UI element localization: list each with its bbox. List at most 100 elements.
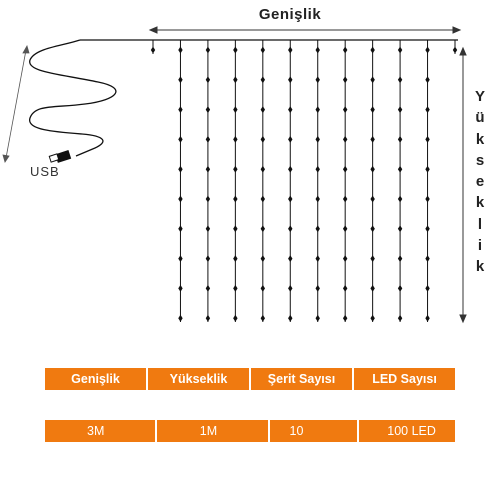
led-bulb-icon: [288, 255, 293, 263]
led-bulb-icon: [233, 255, 238, 263]
led-bulb-icon: [178, 76, 183, 84]
led-bulb-icon: [370, 76, 375, 84]
led-bulb-icon: [425, 284, 430, 292]
height-label-letter: k: [475, 130, 485, 148]
led-bulb-icon: [397, 165, 403, 173]
led-bulb-icon: [178, 255, 183, 263]
led-bulb-icon: [233, 225, 238, 233]
led-bulb-icon: [233, 195, 238, 203]
led-bulb-icon: [315, 195, 320, 203]
led-bulb-icon: [425, 46, 430, 54]
led-bulb-icon: [205, 255, 211, 263]
header-height: Yükseklik: [148, 368, 251, 390]
led-bulb-icon: [315, 46, 320, 54]
usb-label: USB: [30, 164, 60, 179]
value-led-count: 100 LED: [387, 424, 436, 438]
led-bulb-icon: [260, 76, 266, 84]
led-bulb-icon: [205, 46, 211, 54]
led-bulb-icon: [342, 195, 348, 203]
led-bulb-icon: [150, 46, 156, 54]
width-label: Genişlik: [258, 6, 322, 23]
led-bulb-icon: [288, 284, 293, 292]
led-bulb-icon: [315, 135, 320, 143]
led-bulb-icon: [370, 195, 375, 203]
led-bulb-icon: [233, 165, 238, 173]
height-label-letter: l: [477, 215, 483, 233]
led-bulb-icon: [178, 314, 183, 322]
spec-table-header-row: Genişlik Yükseklik Şerit Sayısı LED Sayı…: [45, 368, 455, 390]
led-bulb-icon: [288, 135, 293, 143]
led-bulb-icon: [425, 225, 430, 233]
led-bulb-icon: [397, 76, 403, 84]
led-bulb-icon: [425, 165, 430, 173]
led-bulb-icon: [397, 106, 403, 114]
led-bulb-icon: [288, 76, 293, 84]
led-bulb-icon: [370, 314, 375, 322]
led-bulb-icon: [178, 135, 183, 143]
led-bulb-icon: [342, 76, 348, 84]
led-bulb-icon: [425, 255, 430, 263]
height-dimension-arrow: [459, 46, 467, 324]
led-bulb-icon: [288, 106, 293, 114]
power-cable: [29, 39, 458, 157]
led-bulb-icon: [315, 314, 320, 322]
value-height: 1M: [157, 420, 270, 442]
led-bulb-icon: [178, 46, 183, 54]
led-bulb-icon: [205, 225, 211, 233]
led-bulb-icon: [315, 106, 320, 114]
value-strand-count: 10: [270, 420, 360, 442]
led-bulb-icon: [260, 106, 266, 114]
led-bulb-icon: [260, 46, 266, 54]
led-bulb-icon: [288, 165, 293, 173]
cable-length-arrow: [2, 44, 30, 163]
led-bulb-icon: [425, 76, 430, 84]
led-bulb-icon: [315, 165, 320, 173]
led-bulb-icon: [288, 46, 293, 54]
led-bulb-icon: [397, 46, 403, 54]
led-bulb-icon: [342, 106, 348, 114]
led-bulb-icon: [178, 225, 183, 233]
width-dimension-arrow: [148, 26, 462, 34]
led-bulb-icon: [288, 225, 293, 233]
led-bulb-icon: [260, 195, 266, 203]
led-bulb-icon: [233, 106, 238, 114]
led-bulb-icon: [342, 135, 348, 143]
led-bulb-icon: [315, 255, 320, 263]
led-bulb-icon: [205, 165, 211, 173]
led-strands: [150, 40, 458, 322]
led-bulb-icon: [205, 106, 211, 114]
led-bulb-icon: [233, 46, 238, 54]
led-bulb-icon: [425, 135, 430, 143]
led-bulb-icon: [370, 255, 375, 263]
led-bulb-icon: [315, 225, 320, 233]
led-bulb-icon: [425, 314, 430, 322]
led-bulb-icon: [397, 314, 403, 322]
led-bulb-icon: [260, 314, 266, 322]
led-bulb-icon: [452, 46, 458, 54]
led-bulb-icon: [288, 195, 293, 203]
led-bulb-icon: [260, 165, 266, 173]
led-bulb-icon: [178, 165, 183, 173]
height-label-letter: i: [477, 237, 483, 255]
led-bulb-icon: [233, 284, 238, 292]
led-bulb-icon: [233, 76, 238, 84]
height-label-letter: k: [475, 258, 485, 276]
led-bulb-icon: [342, 284, 348, 292]
value-width: 3M: [45, 420, 157, 442]
spec-table-value-row: 3M 1M 10 100 LED: [45, 420, 455, 442]
led-bulb-icon: [260, 225, 266, 233]
header-strand-count: Şerit Sayısı: [251, 368, 354, 390]
led-bulb-icon: [233, 314, 238, 322]
led-bulb-icon: [370, 46, 375, 54]
height-label-letter: Y: [474, 88, 485, 105]
led-bulb-icon: [178, 195, 183, 203]
led-bulb-icon: [370, 225, 375, 233]
led-bulb-icon: [315, 284, 320, 292]
led-bulb-icon: [178, 106, 183, 114]
led-bulb-icon: [342, 46, 348, 54]
led-bulb-icon: [205, 76, 211, 84]
led-bulb-icon: [205, 135, 211, 143]
led-bulb-icon: [205, 314, 211, 322]
led-bulb-icon: [370, 106, 375, 114]
